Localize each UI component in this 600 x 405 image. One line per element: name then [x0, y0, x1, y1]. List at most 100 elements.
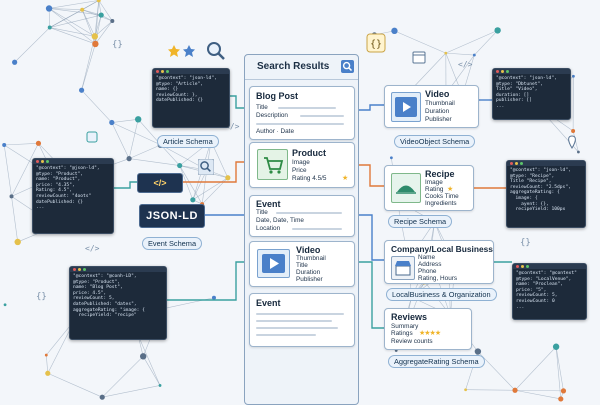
result-card-event-2[interactable]: Event	[249, 293, 355, 347]
network-link	[515, 390, 561, 399]
result-card-video[interactable]: Video Thumbnail Title Duration Publisher	[249, 241, 355, 287]
network-link	[48, 373, 102, 397]
network-node	[45, 371, 50, 376]
network-link	[82, 90, 112, 122]
network-node	[212, 296, 216, 300]
label-localbusiness-schema: LocalBusiness & Organization	[386, 288, 497, 301]
network-node	[571, 129, 575, 133]
result-title: Product	[292, 148, 326, 158]
cart-icon	[257, 149, 288, 180]
search-results-title: Search Results	[257, 61, 329, 72]
code-glyph: </>	[85, 244, 99, 253]
card-title: Company/Local Business	[391, 244, 493, 254]
network-link	[112, 123, 129, 159]
code-block-video: "@context": "json-ld", @type: "Dbtunet",…	[492, 68, 571, 120]
code-text-blog: "@context": "@conh-LD", @type: "Product"…	[70, 272, 166, 321]
rating-stars-icon: ★★★★	[419, 329, 440, 337]
network-link	[446, 53, 475, 55]
result-field: Location	[256, 225, 280, 233]
code-text-video: "@context": "json-ld", @type: "Dbtunet",…	[493, 74, 570, 112]
network-node	[464, 388, 467, 391]
network-link	[129, 119, 138, 158]
network-node	[45, 354, 48, 357]
card-video[interactable]: Video Thumbnail Duration Publisher	[384, 85, 479, 128]
network-link	[129, 159, 180, 166]
network-node	[475, 348, 481, 354]
code-glyph: </>	[458, 60, 472, 69]
network-node	[12, 60, 17, 65]
network-node	[36, 141, 41, 146]
star-icon: ★	[447, 185, 453, 193]
network-link	[102, 385, 160, 397]
result-card-event[interactable]: Event Title Date, Date, Time Location	[249, 195, 355, 237]
card-local-business[interactable]: Company/Local Business Name Address Phon…	[384, 240, 494, 284]
card-recipe[interactable]: Recipe Image Rating ★ Cooks Time Ingredi…	[384, 165, 474, 211]
result-card-blog-post[interactable]: Blog Post Title Description Author · Dat…	[249, 86, 355, 140]
network-node	[135, 116, 141, 122]
network-link	[515, 390, 563, 391]
network-node	[558, 396, 563, 401]
card-reviews[interactable]: Reviews Summary Ratings ★★★★ Review coun…	[384, 308, 472, 350]
network-node	[159, 384, 162, 387]
result-field: Publisher	[296, 276, 323, 284]
network-node	[110, 19, 114, 23]
result-field: Title	[256, 209, 268, 217]
network-link	[556, 347, 563, 391]
network-node	[572, 75, 575, 78]
result-field: Author · Date	[256, 128, 294, 136]
magnifier-icon	[205, 40, 227, 62]
label-article-schema: Article Schema	[157, 135, 219, 148]
network-node	[561, 388, 566, 393]
calendar-icon	[412, 50, 426, 64]
code-text-left-product: "@context": "@json-ld", @type: "Product"…	[33, 164, 113, 213]
braces-badge-icon: {}	[366, 33, 386, 53]
network-link	[102, 356, 143, 397]
result-title: Video	[296, 245, 320, 255]
link-node-icon	[86, 131, 98, 143]
result-field: Price	[292, 167, 307, 175]
svg-text:{}: {}	[370, 39, 382, 50]
card-title: Video	[425, 89, 449, 99]
search-button[interactable]	[341, 60, 354, 73]
network-node	[444, 52, 447, 55]
network-link	[46, 355, 47, 373]
card-title: Recipe	[425, 169, 455, 179]
result-field: Title	[256, 104, 268, 112]
connector-line	[165, 262, 249, 300]
code-text-article: "@context": "json-ld", @type: "Article",…	[153, 74, 229, 106]
json-ld-badge: JSON-LD	[139, 204, 205, 228]
result-card-product[interactable]: Product Image Price Rating 4.5/5 ★	[249, 142, 355, 188]
network-link	[50, 28, 96, 44]
dish-icon	[391, 173, 421, 203]
code-block-recipe: "@context": "json-ld", @type: "Recipe", …	[506, 160, 586, 228]
label-recipe-schema: Recipe Schema	[388, 215, 452, 228]
network-node	[126, 156, 131, 161]
network-node	[391, 28, 397, 34]
code-block-local: "@context": "@context" @type: "LocalVenu…	[512, 263, 587, 320]
connector-line	[181, 162, 249, 182]
network-node	[4, 303, 7, 306]
rating-stars-icon	[167, 44, 197, 58]
network-node	[10, 194, 14, 198]
label-videoobject-schema: VideoObject Schema	[394, 135, 475, 148]
star-icon: ★	[342, 174, 348, 182]
network-link	[446, 30, 498, 53]
search-icon	[341, 60, 354, 73]
connector-line	[112, 182, 137, 188]
network-link	[4, 143, 38, 145]
result-title: Event	[256, 199, 281, 209]
card-title: Reviews	[391, 312, 427, 322]
network-node	[553, 344, 559, 350]
network-node	[577, 151, 580, 154]
result-field: Image	[292, 159, 310, 167]
network-link	[474, 30, 497, 55]
network-node	[109, 120, 114, 125]
result-title: Blog Post	[256, 91, 298, 101]
code-block-blog: "@context": "@conh-LD", @type: "Product"…	[69, 266, 167, 340]
network-node	[79, 88, 84, 93]
card-field: Duration	[425, 108, 449, 116]
network-node	[190, 197, 195, 202]
card-field: Ingredients	[425, 200, 457, 208]
network-node	[225, 175, 230, 180]
